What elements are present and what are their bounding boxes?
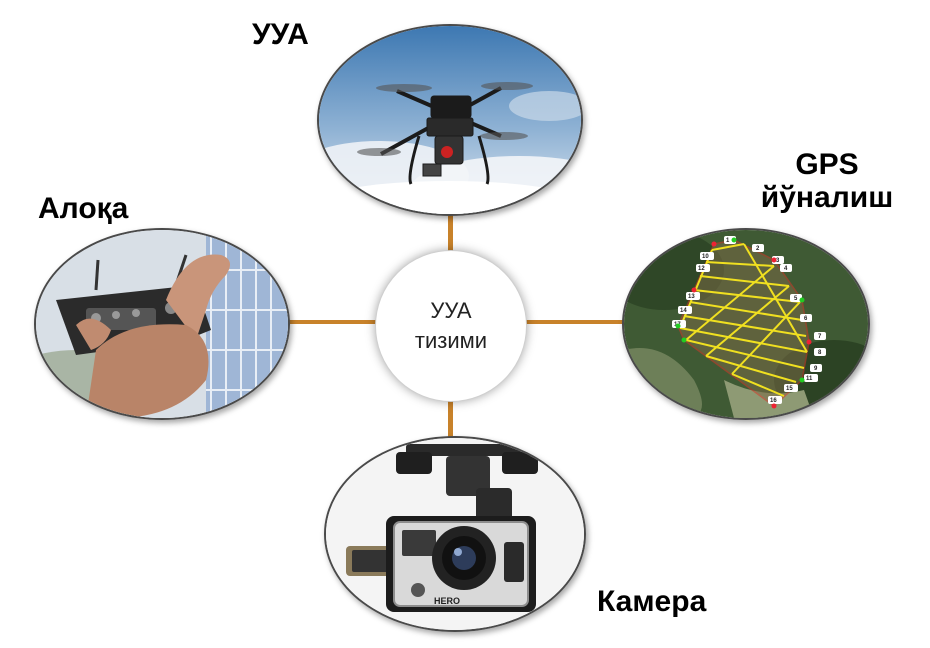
waypoint-16: 16 [768,396,782,404]
gimbal-camera-image: HERO [324,436,586,632]
waypoint-3-label: 3 [776,258,780,264]
waypoint-6: 6 [800,314,812,322]
gps-route-map-image: 1 2 3 4 5 6 7 8 9 10 11 12 13 14 15 16 1… [622,228,870,420]
camera-brand-label: HERO [434,596,460,606]
waypoint-15: 15 [784,384,798,392]
waypoint-6-label: 6 [804,316,808,322]
waypoint-8: 8 [814,348,826,356]
waypoint-10-label: 10 [702,254,709,260]
connector-top [448,212,453,254]
center-line-2: тизими [414,328,488,353]
waypoint-14-label: 14 [680,308,687,314]
waypoint-7: 7 [814,332,826,340]
waypoint-13: 13 [686,292,700,300]
waypoint-12: 12 [696,264,710,272]
waypoint-15-label: 15 [786,386,793,392]
camera-icon: HERO [386,516,536,612]
waypoint-4-label: 4 [784,266,788,272]
waypoint-13-label: 13 [688,294,695,300]
waypoint-16-label: 16 [770,398,777,404]
drone-image [317,24,583,216]
label-gps-line1: GPS [795,148,859,181]
waypoint-1-label: 1 [726,238,730,244]
connector-left [286,320,378,324]
waypoint-12-label: 12 [698,266,705,272]
waypoint-2-label: 2 [756,246,760,252]
label-gps-line2: йўналиш [760,181,894,214]
waypoint-5: 5 [790,294,802,302]
waypoint-4: 4 [780,264,792,272]
connector-bottom [448,396,453,438]
waypoint-11-label: 11 [806,376,813,382]
center-uav-system: УУА тизими [375,250,527,402]
drone-icon [357,82,533,185]
waypoint-10: 10 [700,252,714,260]
connector-right [523,320,623,324]
remote-controller-image [34,228,290,420]
label-camera: Камера [597,585,707,618]
label-communication: Алоқа [38,192,129,225]
waypoint-7-label: 7 [818,334,822,340]
label-gps: GPS йўналиш [752,148,902,214]
waypoint-11: 11 [804,374,818,382]
label-uav: УУА [252,18,309,51]
waypoint-14: 14 [678,306,692,314]
waypoint-9-label: 9 [814,366,818,372]
center-line-1: УУА [430,298,472,324]
waypoint-9: 9 [810,364,822,372]
waypoint-2: 2 [752,244,764,252]
waypoint-5-label: 5 [794,296,798,302]
waypoint-8-label: 8 [818,350,822,356]
